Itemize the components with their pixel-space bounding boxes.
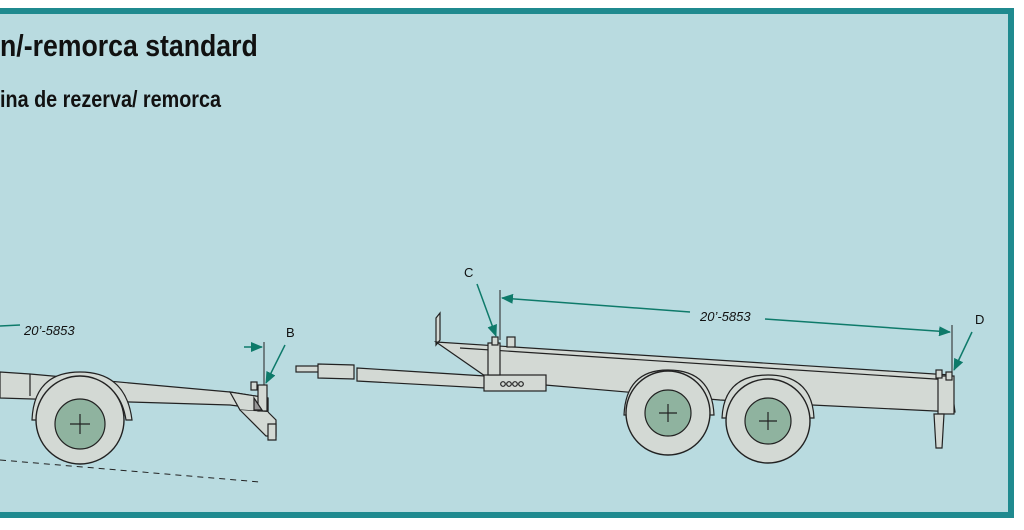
drawbar-arm xyxy=(356,367,486,389)
support-leg xyxy=(933,413,945,449)
callout-b: B xyxy=(265,325,295,384)
drawbar-eye xyxy=(295,365,321,373)
left-wheel xyxy=(35,375,125,465)
right-trailer xyxy=(295,311,956,449)
page-subtitle: ina de rezerva/ remorca xyxy=(0,86,222,112)
right-dimension: 20’-5853 xyxy=(499,290,953,372)
label-c: C xyxy=(464,265,473,280)
left-dimension: 20’-5853 xyxy=(0,323,265,385)
callout-c: C xyxy=(464,265,497,337)
page-title: n/-remorca standard xyxy=(0,28,258,63)
right-wheel-2 xyxy=(725,378,811,464)
callout-d: D xyxy=(953,312,984,371)
post-d xyxy=(937,375,955,415)
right-dimension-label: 20’-5853 xyxy=(699,309,751,324)
diagram-panel xyxy=(0,8,1014,518)
ground-dashed-line xyxy=(0,459,261,483)
drawbar-tube xyxy=(317,363,355,380)
label-d: D xyxy=(975,312,984,327)
post-c xyxy=(487,342,501,376)
hitch-box xyxy=(483,374,547,392)
label-b: B xyxy=(286,325,295,340)
right-wheel-1 xyxy=(625,370,711,456)
left-dimension-label: 20’-5853 xyxy=(23,323,75,338)
